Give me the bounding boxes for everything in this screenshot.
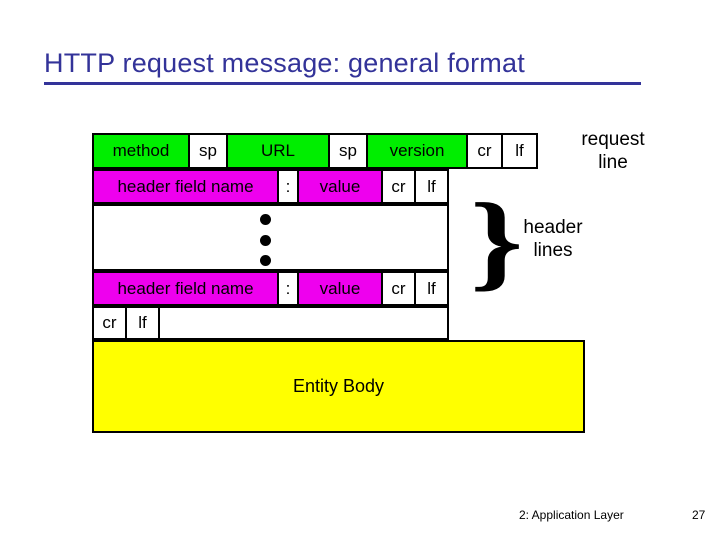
request-line-annotation-line1: request [581,129,645,150]
cell-cr-header-1: cr [383,171,416,202]
cell-lf-header-1: lf [416,171,447,202]
ellipsis-dot [259,255,271,266]
blank-line-row: cr lf [92,306,449,340]
curly-brace-icon: } [470,182,524,301]
request-line-row: method sp URL sp version cr lf [92,133,538,169]
cell-method: method [94,135,190,167]
request-line-annotation: request line [548,128,678,174]
cell-sp-2: sp [330,135,368,167]
cell-version: version [368,135,468,167]
header-lines-annotation-line2: lines [533,240,573,261]
request-line-annotation-line2: line [598,152,628,173]
cell-url: URL [228,135,330,167]
cell-value-1: value [299,171,383,202]
cell-colon-1: : [279,171,299,202]
cell-cr-blank-line: cr [94,308,127,338]
cell-lf-blank-line: lf [127,308,160,338]
entity-body-box: Entity Body [92,340,585,433]
cell-blank-filler [160,308,447,338]
header-lines-annotation: header lines [498,216,608,262]
ellipsis-dot [259,214,271,225]
cell-header-field-name-1: header field name [94,171,279,202]
header-line-row-first: header field name : value cr lf [92,169,449,204]
footer-chapter-label: 2: Application Layer [519,508,624,522]
cell-lf-request-line: lf [503,135,536,167]
header-lines-annotation-line1: header [523,217,583,238]
cell-cr-request-line: cr [468,135,503,167]
slide-footer: 2: Application Layer 27 [0,508,720,528]
title-underline [44,82,641,85]
cell-cr-header-2: cr [383,273,416,304]
header-line-row-last: header field name : value cr lf [92,271,449,306]
footer-page-number: 27 [692,508,706,522]
cell-colon-2: : [279,273,299,304]
vertical-ellipsis-icon [258,214,272,266]
cell-value-2: value [299,273,383,304]
http-request-message-diagram: method sp URL sp version cr lf header fi… [92,133,585,433]
cell-header-field-name-2: header field name [94,273,279,304]
cell-lf-header-2: lf [416,273,447,304]
cell-sp-1: sp [190,135,228,167]
page-title: HTTP request message: general format [44,48,525,78]
ellipsis-row [92,204,449,271]
ellipsis-dot [259,234,271,246]
